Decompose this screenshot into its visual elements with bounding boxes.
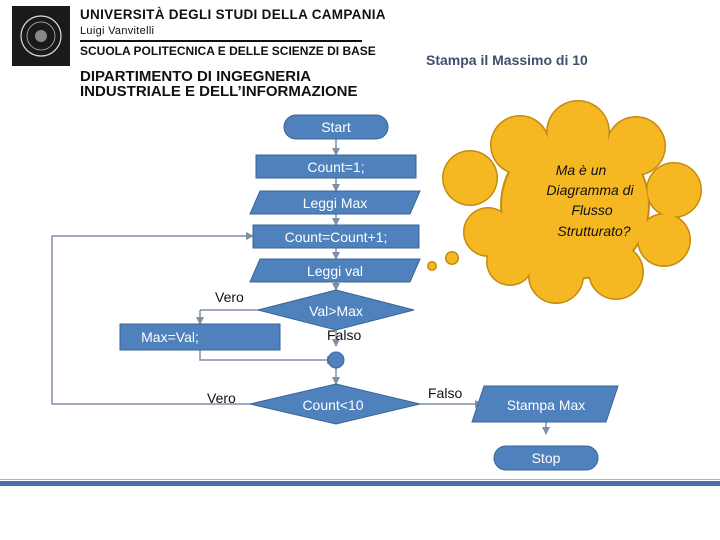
count-init-label: Count=1;: [307, 159, 364, 175]
connector-assign-merge: [199, 350, 335, 364]
cond-val-max-label: Val>Max: [309, 303, 363, 319]
start-label: Start: [321, 119, 351, 135]
branch-label-true-1: Vero: [215, 289, 244, 305]
university-subtitle: Luigi Vanvitelli: [80, 25, 155, 37]
read-max-label: Leggi Max: [303, 195, 368, 211]
count-init-node: [255, 154, 417, 179]
connectors: [51, 139, 550, 435]
assign-max-label: Max=Val;: [141, 329, 199, 345]
school-name: SCUOLA POLITECNICA E DELLE SCIENZE DI BA…: [80, 44, 376, 58]
callout-line-2: Diagramma di: [546, 182, 634, 198]
university-name: UNIVERSITÀ DEGLI STUDI DELLA CAMPANIA: [80, 7, 386, 22]
stop-node: [493, 445, 599, 471]
merge-connector-circle: [327, 351, 345, 369]
read-max-node: [249, 190, 421, 215]
cond-count-label: Count<10: [302, 397, 363, 413]
footer-band: [0, 481, 720, 486]
branch-label-false-2: Falso: [428, 385, 462, 401]
department-line-2: INDUSTRIALE E DELL’INFORMAZIONE: [80, 83, 358, 100]
callout-line-4: Strutturato?: [557, 223, 630, 239]
count-inc-label: Count=Count+1;: [285, 229, 388, 245]
assign-max-node: [119, 323, 281, 351]
read-val-node: [249, 258, 421, 283]
slide-title: Stampa il Massimo di 10: [426, 52, 588, 68]
read-val-label: Leggi val: [307, 263, 363, 279]
branch-label-true-2: Vero: [207, 390, 236, 406]
branch-label-false-1: Falso: [327, 327, 361, 343]
connector-loop-back: [51, 232, 254, 405]
print-max-label: Stampa Max: [507, 397, 586, 413]
seal-emblem: [20, 15, 62, 57]
print-max-node: [471, 385, 619, 423]
cond-count-node: [249, 383, 421, 425]
callout-line-3: Flusso: [571, 202, 612, 218]
callout-line-1: Ma è un: [556, 162, 607, 178]
thought-cloud-callout: Ma è un Diagramma di Flusso Strutturato?: [427, 100, 702, 304]
header-divider: [80, 40, 362, 42]
department-line-1: DIPARTIMENTO DI INGEGNERIA: [80, 68, 312, 85]
stop-label: Stop: [532, 450, 561, 466]
cond-val-max-node: [257, 289, 415, 331]
footer-band-highlight: [0, 479, 720, 480]
start-node: [283, 114, 389, 140]
count-inc-node: [252, 224, 420, 249]
